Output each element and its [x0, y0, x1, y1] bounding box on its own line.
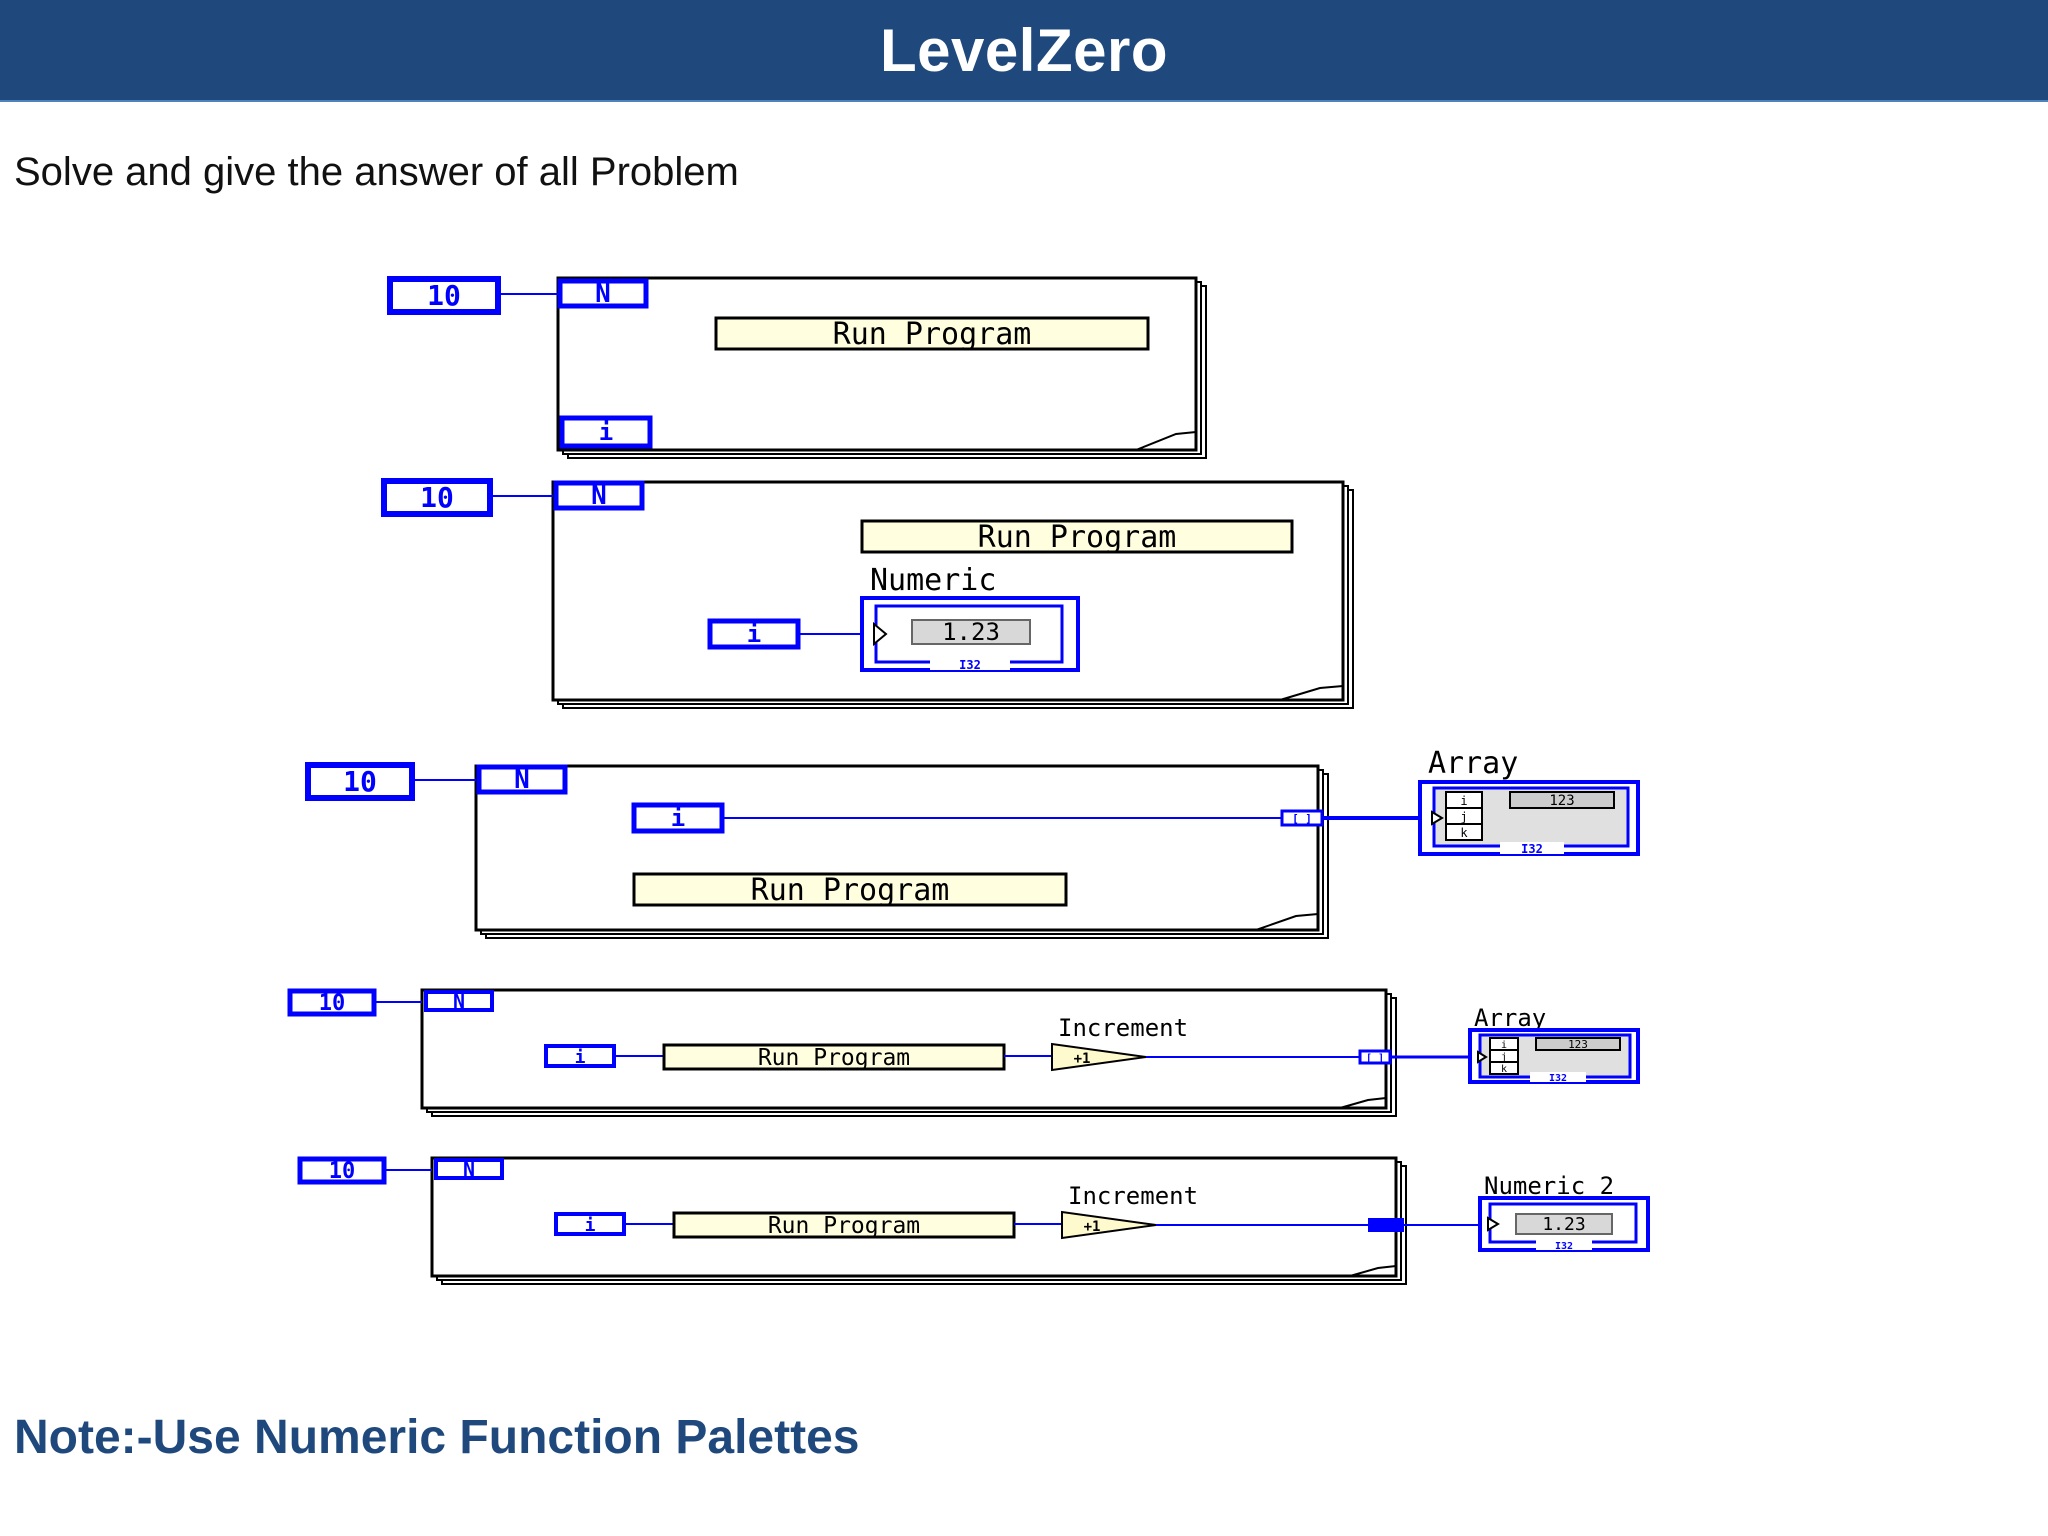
auto-index-tunnel-3: [ ]: [1280, 809, 1324, 827]
count-constant-1: 10: [387, 276, 501, 315]
iteration-terminal-3: i: [631, 802, 725, 834]
run-program-label-2: Run Program: [860, 519, 1294, 555]
numeric-2-indicator: 1.23 I32: [1478, 1196, 1650, 1252]
problem-1: 10 N i Run Program: [387, 276, 1207, 459]
problem-3: 10 N i [ ] Run Program Array i j: [305, 746, 1640, 939]
run-program-label-5: Run Program: [672, 1211, 1016, 1239]
for-loop-3: [474, 764, 1329, 939]
svg-text:+1: +1: [1084, 1219, 1101, 1235]
svg-text:Run Program: Run Program: [978, 520, 1177, 555]
svg-text:123: 123: [1549, 793, 1574, 809]
count-constant-2: 10: [381, 478, 493, 517]
svg-text:k: k: [1460, 826, 1468, 840]
count-constant-5: 10: [297, 1156, 387, 1185]
count-constant-4: 10: [287, 988, 377, 1017]
svg-text:Run Program: Run Program: [751, 873, 950, 908]
increment-function-1: +1: [1051, 1042, 1147, 1072]
svg-text:i: i: [747, 620, 761, 648]
svg-text:j: j: [1501, 1052, 1507, 1063]
svg-text:N: N: [595, 279, 611, 309]
problem-4: 10 N i Run Program Increment +1 [ ] Arra…: [287, 988, 1640, 1117]
count-terminal-1: N: [557, 278, 649, 309]
svg-text:i: i: [1501, 1040, 1507, 1051]
svg-text:10: 10: [420, 481, 454, 514]
svg-text:N: N: [591, 481, 607, 511]
iteration-terminal-4: i: [544, 1044, 616, 1068]
svg-text:Run Program: Run Program: [833, 317, 1032, 352]
svg-text:Run Program: Run Program: [768, 1213, 920, 1239]
svg-text:I32: I32: [1549, 1073, 1567, 1084]
increment-function-2: +1: [1061, 1210, 1157, 1240]
title-bar: LevelZero: [0, 0, 2048, 102]
array-indicator-label-2: Array: [1474, 1004, 1546, 1032]
svg-text:Run Program: Run Program: [758, 1045, 910, 1071]
svg-text:N: N: [514, 765, 530, 795]
svg-text:k: k: [1501, 1064, 1507, 1075]
svg-text:N: N: [453, 989, 465, 1013]
svg-text:i: i: [671, 804, 685, 832]
svg-text:1.23: 1.23: [942, 618, 1000, 646]
increment-label-1: Increment: [1058, 1014, 1188, 1042]
iteration-terminal-2: i: [707, 618, 801, 650]
iteration-terminal-5: i: [554, 1212, 626, 1236]
auto-index-tunnel-4: [ ]: [1358, 1049, 1392, 1065]
run-program-label-4: Run Program: [662, 1043, 1006, 1071]
run-program-label-3: Run Program: [632, 872, 1068, 908]
svg-text:I32: I32: [1555, 1241, 1573, 1252]
svg-text:10: 10: [343, 765, 377, 798]
svg-text:i: i: [575, 1047, 586, 1068]
svg-text:[ ]: [ ]: [1366, 1053, 1384, 1064]
array-indicator-label-1: Array: [1428, 746, 1518, 781]
count-terminal-3: N: [476, 764, 568, 795]
svg-text:i: i: [599, 418, 613, 446]
problem-2: 10 N Run Program Numeric i 1.23 I32: [381, 478, 1354, 709]
svg-text:[ ]: [ ]: [1292, 812, 1312, 825]
numeric-indicator: 1.23 I32: [860, 596, 1080, 672]
svg-text:I32: I32: [959, 658, 981, 672]
output-tunnel-5: [1368, 1218, 1404, 1232]
svg-text:1.23: 1.23: [1542, 1214, 1585, 1235]
svg-text:i: i: [585, 1215, 596, 1236]
instruction-text: Solve and give the answer of all Problem: [14, 150, 739, 194]
page-title: LevelZero: [880, 16, 1168, 84]
svg-text:10: 10: [319, 991, 346, 1016]
count-terminal-5: N: [434, 1157, 504, 1181]
array-indicator-2: i j k 123 I32: [1468, 1028, 1640, 1084]
svg-text:10: 10: [427, 279, 461, 312]
increment-label-2: Increment: [1068, 1182, 1198, 1210]
svg-text:I32: I32: [1521, 842, 1543, 856]
array-indicator-1: i j k 123 I32: [1418, 780, 1640, 856]
numeric-2-indicator-label: Numeric 2: [1484, 1172, 1614, 1200]
iteration-terminal-1: i: [559, 415, 653, 449]
count-constant-3: 10: [305, 762, 415, 801]
run-program-label-1: Run Program: [714, 316, 1150, 352]
problem-5: 10 N i Run Program Increment +1 Numeric …: [297, 1156, 1650, 1285]
svg-text:123: 123: [1568, 1038, 1588, 1051]
svg-text:10: 10: [329, 1159, 356, 1184]
for-loop-1: [556, 276, 1207, 459]
svg-text:i: i: [1460, 794, 1467, 808]
count-terminal-4: N: [424, 989, 494, 1013]
svg-text:N: N: [463, 1157, 475, 1181]
numeric-indicator-label: Numeric: [870, 563, 996, 598]
count-terminal-2: N: [553, 480, 645, 511]
svg-text:j: j: [1460, 810, 1467, 824]
note-text: Note:-Use Numeric Function Palettes: [14, 1411, 860, 1464]
svg-text:+1: +1: [1074, 1051, 1091, 1067]
